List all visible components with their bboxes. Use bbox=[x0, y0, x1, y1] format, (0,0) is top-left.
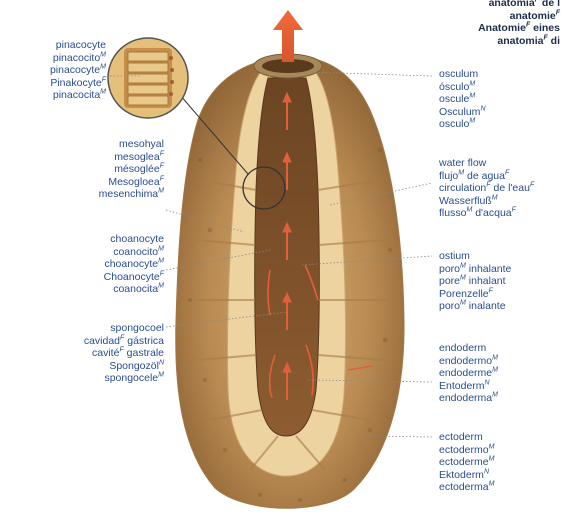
label-line: mesenchimaM bbox=[99, 188, 164, 201]
label-line: ChoanocyteF bbox=[104, 271, 164, 284]
label-line: spongocoel bbox=[84, 322, 164, 335]
label-line: poroM inhalante bbox=[439, 263, 511, 276]
label-line: flujoM de aguaF bbox=[439, 170, 534, 183]
label-line: EntodermN bbox=[439, 380, 498, 393]
label-line: WasserflußM bbox=[439, 195, 534, 208]
label-line: EktodermN bbox=[439, 469, 494, 482]
label-line: ectodermaM bbox=[439, 481, 494, 494]
label-line: OsculumN bbox=[439, 106, 486, 119]
label-line: osculoM bbox=[439, 118, 486, 131]
label-line: coanocitaM bbox=[104, 283, 164, 296]
label-line: cavitéF gastrale bbox=[84, 347, 164, 360]
label-line: anatomieF bbox=[478, 10, 560, 23]
label-line: poreM inhalant bbox=[439, 275, 511, 288]
label-line: endodermeM bbox=[439, 367, 498, 380]
label-line: spongoceleM bbox=[84, 372, 164, 385]
label-line: circulationF de l'eauF bbox=[439, 182, 534, 195]
label-line: mésogléeF bbox=[99, 163, 164, 176]
label-line: water flow bbox=[439, 157, 534, 170]
label-line: cavidadF gástrica bbox=[84, 335, 164, 348]
label-line: choanocyte bbox=[104, 233, 164, 246]
label-line: ectoderm bbox=[439, 431, 494, 444]
label-line: MesogloeaF bbox=[99, 176, 164, 189]
label-line: poroM inalante bbox=[439, 300, 511, 313]
label-line: ectodermoM bbox=[439, 444, 494, 457]
label-line: flussoM d'acquaF bbox=[439, 207, 534, 220]
label-line: mesogleaF bbox=[99, 151, 164, 164]
pinacocyte-inset bbox=[108, 38, 188, 118]
label-line: ectodermeM bbox=[439, 456, 494, 469]
label-line: endodermoM bbox=[439, 355, 498, 368]
label-line: anatomiaF di bbox=[478, 35, 560, 48]
label-line: osculum bbox=[439, 68, 486, 81]
label-line: endoderm bbox=[439, 342, 498, 355]
label-line: endodermaM bbox=[439, 392, 498, 405]
label-line: ósculoM bbox=[439, 81, 486, 94]
label-line: ostium bbox=[439, 250, 511, 263]
label-line: SpongozölN bbox=[84, 360, 164, 373]
label-line: PinakocyteF bbox=[50, 77, 106, 90]
label-line: AnatomieF eines bbox=[478, 22, 560, 35]
label-line: pinacocyte bbox=[50, 39, 106, 52]
label-line: coanocitoM bbox=[104, 246, 164, 259]
label-line: pinacocitaM bbox=[50, 89, 106, 102]
label-line: anatomíaF de l bbox=[478, 0, 560, 10]
label-line: choanocyteM bbox=[104, 258, 164, 271]
label-line: osculeM bbox=[439, 93, 486, 106]
label-line: pinacocitoM bbox=[50, 52, 106, 65]
label-line: mesohyal bbox=[99, 138, 164, 151]
label-line: pinacocyteM bbox=[50, 64, 106, 77]
label-line: PorenzelleF bbox=[439, 288, 511, 301]
